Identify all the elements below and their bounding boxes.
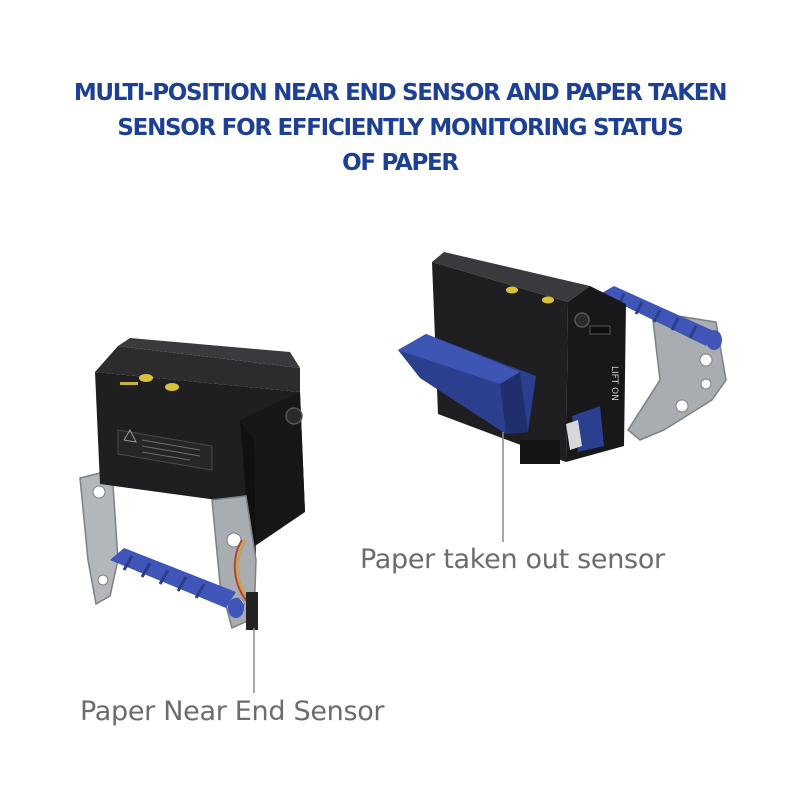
indicator-icon xyxy=(139,374,153,382)
headline-line-3: OF PAPER xyxy=(342,150,459,176)
right-printer: LIFT ON xyxy=(398,252,727,464)
right-printer-front xyxy=(432,262,568,462)
indicator-icon xyxy=(506,286,518,294)
left-printer xyxy=(79,338,305,630)
near-end-sensor xyxy=(246,592,258,630)
headline: MULTI-POSITION NEAR END SENSOR AND PAPER… xyxy=(0,76,800,181)
paper-taken-sensor-label: Paper taken out sensor xyxy=(360,544,665,575)
svg-text:LIFT ON: LIFT ON xyxy=(609,366,619,401)
left-roller xyxy=(110,548,236,608)
right-printer-top xyxy=(432,252,590,302)
usb-port-icon xyxy=(589,325,611,335)
headline-line-2: SENSOR FOR EFFICIENTLY MONITORING STATUS xyxy=(117,115,683,141)
left-printer-top xyxy=(95,346,300,392)
indicator-icon xyxy=(542,296,554,304)
near-end-sensor-label: Paper Near End Sensor xyxy=(80,696,385,727)
indicator-icon xyxy=(165,383,179,391)
headline-line-1: MULTI-POSITION NEAR END SENSOR AND PAPER… xyxy=(73,80,728,106)
